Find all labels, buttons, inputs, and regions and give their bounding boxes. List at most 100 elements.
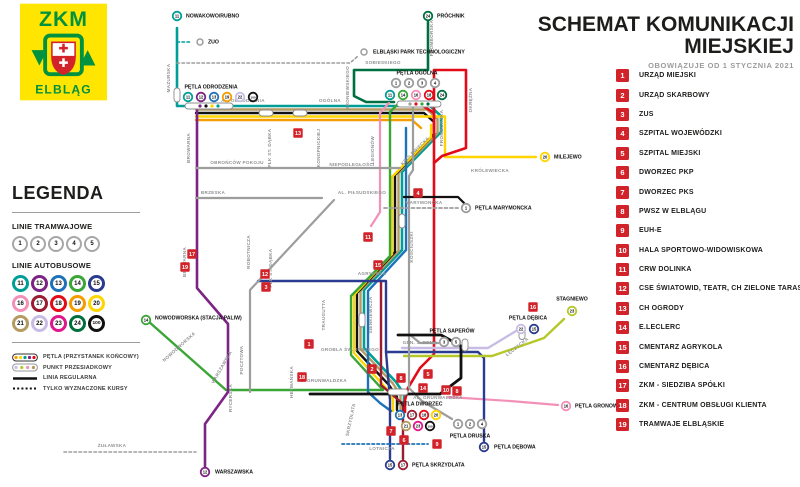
interchange-pill xyxy=(461,338,469,352)
street-label: OGÓLNA xyxy=(319,96,341,103)
poi-marker-number: 13 xyxy=(295,131,301,137)
stop-label: PĘTLA DĘBICA xyxy=(509,316,547,322)
poi-item-number: 1 xyxy=(616,69,629,83)
stop-label: NOWAKOWO/RUBNO xyxy=(186,14,239,20)
bus-lines-heading: LINIE AUTOBUSOWE xyxy=(12,261,92,270)
stop-circle xyxy=(416,77,428,89)
street-label: GROBLA ŚW. JERZEGO xyxy=(321,346,379,352)
poi-item-label: E.LECLERC xyxy=(639,324,681,332)
stop-line-number: 23 xyxy=(416,424,421,429)
stop-line-number: 3 xyxy=(443,340,446,345)
stop-circle xyxy=(478,441,490,453)
poi-item-number: 16 xyxy=(616,360,629,374)
stop-circle xyxy=(450,336,462,348)
route-line xyxy=(195,104,230,468)
stop-circle xyxy=(515,323,527,335)
logo-city-text: ELBLĄG xyxy=(35,83,92,97)
poi-marker-number: 7 xyxy=(389,429,392,435)
stop-line-number: 2 xyxy=(408,81,411,86)
stop-label: PĘTLA SAPERÓW xyxy=(429,327,474,335)
interchange-pill xyxy=(258,109,274,117)
route-line xyxy=(446,395,560,407)
poi-item-number: 18 xyxy=(616,398,629,412)
route-line xyxy=(407,104,440,345)
street-label: BROWARNA xyxy=(182,247,187,277)
poi-item-label: CH OGRODY xyxy=(639,304,684,312)
legend-divider xyxy=(12,212,140,213)
poi-marker xyxy=(260,269,270,279)
stop-label: NOWODWORSKA (STACJA PALIW) xyxy=(155,316,242,322)
stop-circle xyxy=(438,336,450,348)
stop-circle xyxy=(384,459,396,471)
poi-item-number: 6 xyxy=(616,166,629,180)
zkm-logo-graphic: ZKM ELBLĄG xyxy=(20,3,107,101)
street-label: AL. GRUNWALDZKA xyxy=(297,378,347,383)
stop-circle xyxy=(418,409,430,421)
poi-marker xyxy=(399,435,409,445)
poi-marker-number: 12 xyxy=(262,272,268,278)
stop-label: PĘTLA ODRODZENIA xyxy=(184,85,237,91)
legend-symbol-label: TYLKO WYZNACZONE KURSY xyxy=(43,385,128,392)
arrow-down-icon xyxy=(31,50,48,66)
title-block: SCHEMAT KOMUNIKACJI MIEJSKIEJ OBOWIĄZUJE… xyxy=(454,13,794,70)
pill-dot xyxy=(408,102,412,106)
street-label: OBROŃCÓW POKOJU xyxy=(210,158,264,165)
poi-marker xyxy=(367,364,377,374)
route-line xyxy=(194,115,538,159)
stop-line-number: 5 xyxy=(455,340,458,345)
stop-line-number: 1 xyxy=(465,206,468,211)
bus-line-badge: 24 xyxy=(69,315,86,332)
street-label: SIENKIEWICZA xyxy=(368,296,373,333)
route-line xyxy=(175,26,443,410)
poi-marker-number: 16 xyxy=(530,305,536,311)
arrow-up-icon xyxy=(79,50,96,66)
stop-circle xyxy=(412,420,424,432)
poi-item-number: 11 xyxy=(616,263,629,277)
interchange-pill xyxy=(387,388,409,396)
poi-marker-number: 17 xyxy=(189,252,195,258)
poi-marker-number: 2 xyxy=(370,367,373,373)
bus-line-badge: 16 xyxy=(12,295,29,312)
bus-line-badge: 20 xyxy=(88,295,105,312)
stop-line-number: 17 xyxy=(401,463,406,468)
street-label: LEGIONÓW xyxy=(368,136,375,164)
interchange-pill xyxy=(396,100,442,108)
street-label: OKRĘŻNA xyxy=(467,87,473,112)
legend-symbol-row: TYLKO WYZNACZONE KURSY xyxy=(12,384,140,395)
stop-line-number: 17 xyxy=(410,413,415,418)
stop-circle xyxy=(429,77,441,89)
street-label: POCZTOWA xyxy=(239,345,244,374)
poi-marker-number: 11 xyxy=(365,235,371,241)
stop-label: PĘTLA SKRZYDLATA xyxy=(412,463,465,469)
stop-line-number: 22 xyxy=(238,95,243,100)
route-line xyxy=(194,111,436,412)
stop-circle xyxy=(397,89,409,101)
street-label: BRZESKA xyxy=(201,190,226,195)
stop-label: PĘTLA DWORZEC xyxy=(397,402,442,408)
poi-marker-number: 14 xyxy=(420,386,427,392)
punkt-symbol-icon xyxy=(12,363,38,372)
poi-item-label: ZUS xyxy=(639,110,654,118)
stop-circle xyxy=(390,77,402,89)
poi-marker-number: 10 xyxy=(443,388,449,394)
poi-marker xyxy=(396,373,406,383)
pill-dot xyxy=(426,102,430,106)
poi-item-label: CRW DOLINKA xyxy=(639,266,692,274)
stop-circle xyxy=(539,151,551,163)
poi-marker xyxy=(528,302,538,312)
route-line xyxy=(403,102,436,414)
stop-line-number: 100 xyxy=(427,425,432,429)
street-label: LOTNICZA xyxy=(369,446,395,451)
poi-marker-number: 6 xyxy=(402,438,405,444)
pill-dot xyxy=(216,104,220,108)
stop-line-number: 18 xyxy=(422,413,427,418)
poi-item-label: ZKM - CENTRUM OBSŁUGI KLIENTA xyxy=(639,401,767,409)
poi-item-number: 8 xyxy=(616,204,629,218)
